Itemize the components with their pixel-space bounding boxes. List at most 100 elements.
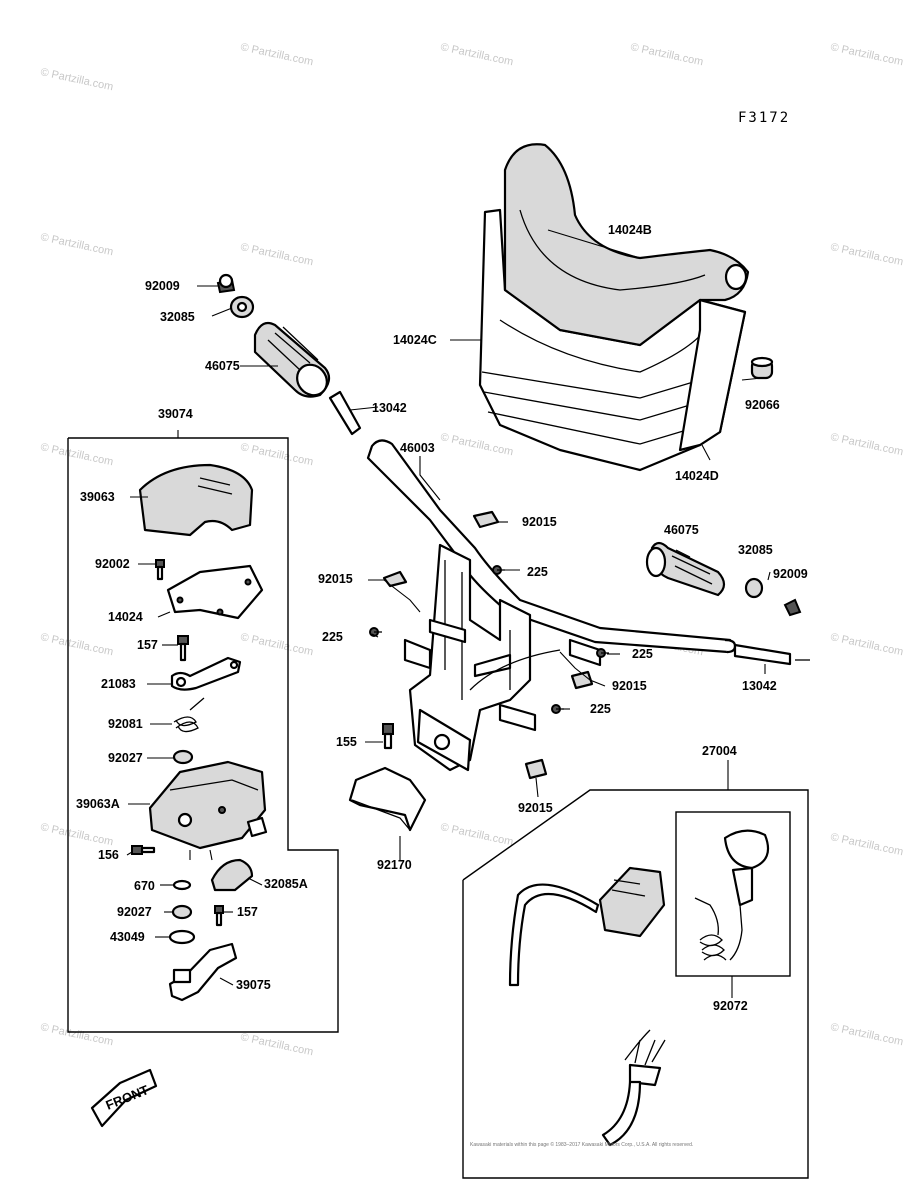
label-46003: 46003 [400,441,435,455]
figure-code: F3172 [738,110,790,126]
cover-39063 [138,463,254,537]
label-92027: 92027 [108,751,143,765]
part-labels: 14024B 14024C 92066 14024D 92009 32085 4… [76,223,808,1013]
label-39075: 39075 [236,978,271,992]
watermark: © Partzilla.com [629,41,704,68]
copyright-notice: Kawasaki materials within this page © 19… [470,1141,693,1148]
watermark: © Partzilla.com [239,241,314,268]
label-92015: 92015 [318,572,353,586]
label-14024d: 14024D [675,469,719,483]
grommet-92066 [750,356,774,380]
label-32085a: 32085A [264,877,308,891]
label-92170: 92170 [377,858,412,872]
watermark: © Partzilla.com [439,431,514,458]
cover-32085A [210,858,254,892]
label-157: 157 [137,638,158,652]
lever-39075 [168,942,238,1002]
label-32085: 32085 [160,310,195,324]
handlebar-46003 [366,439,737,772]
label-92027: 92027 [117,905,152,919]
label-225: 225 [527,565,548,579]
label-92015: 92015 [612,679,647,693]
watermark: © Partzilla.com [239,441,314,468]
label-39063a: 39063A [76,797,120,811]
screw-92009-right [783,598,802,617]
weight-13042-right [733,643,792,666]
stop-switch-body [598,866,666,938]
box-39074 [67,437,339,1033]
watermark: © Partzilla.com [39,1021,114,1048]
label-225: 225 [632,647,653,661]
watermark: © Partzilla.com [39,441,114,468]
right-grip-assembly [645,541,810,666]
watermark: © Partzilla.com [39,231,114,258]
label-39074: 39074 [158,407,193,421]
label-46075-right: 46075 [664,523,699,537]
label-14024: 14024 [108,610,143,624]
label-92072: 92072 [713,999,748,1013]
clips-92015 [382,510,594,780]
label-13042-right: 13042 [742,679,777,693]
watermark: © Partzilla.com [439,821,514,848]
label-92002: 92002 [95,557,130,571]
label-21083: 21083 [101,677,136,691]
watermark: © Partzilla.com [829,631,904,658]
label-27004: 27004 [702,744,737,758]
label-14024c: 14024C [393,333,437,347]
handlebar-cover-assembly [478,143,750,472]
box-92072 [675,811,791,977]
watermark: © Partzilla.com [439,41,514,68]
bracket-tab [403,638,432,670]
box-27004 [462,789,809,1179]
label-46075: 46075 [205,359,240,373]
watermark: © Partzilla.com [829,831,904,858]
watermark: © Partzilla.com [239,1031,314,1058]
cover-mount-hole [724,263,748,291]
watermark: © Partzilla.com [239,41,314,68]
label-92009-right: 92009 [773,567,808,581]
watermark: © Partzilla.com [239,631,314,658]
spring-92081 [173,697,205,733]
bolt-155 [382,723,394,750]
screws-225 [369,565,609,714]
label-32085-right: 32085 [738,543,773,557]
lever-21083 [170,656,242,691]
watermark: © Partzilla.com [829,241,904,268]
cover-14024d [678,298,747,452]
cap-32085-right [744,577,764,599]
watermark: © Partzilla.com [829,431,904,458]
watermark: © Partzilla.com [39,66,114,93]
steering-bracket [408,543,532,772]
label-14024b: 14024B [608,223,652,237]
label-670: 670 [134,879,155,893]
gasket-14024 [166,564,264,620]
watermark: © Partzilla.com [39,821,114,848]
stop-switch-parts [508,829,770,1147]
label-13042: 13042 [372,401,407,415]
label-92009: 92009 [145,279,180,293]
lanyard-92072 [723,829,770,870]
collar-92027 [172,749,194,765]
label-156: 156 [98,848,119,862]
cover-92170 [348,766,427,832]
label-43049: 43049 [110,930,145,944]
label-92066: 92066 [745,398,780,412]
label-225: 225 [590,702,611,716]
case-39063A [148,760,267,850]
left-grip-assembly [216,273,362,436]
watermark: © Partzilla.com [829,41,904,68]
label-155: 155 [336,735,357,749]
label-92081: 92081 [108,717,143,731]
label-92015: 92015 [522,515,557,529]
label-39063: 39063 [80,490,115,504]
label-225: 225 [322,630,343,644]
throttle-case-parts [131,463,268,1002]
watermark: © Partzilla.com [39,631,114,658]
label-92015: 92015 [518,801,553,815]
front-direction-arrow: FRONT [90,1068,158,1128]
label-157: 157 [237,905,258,919]
watermark: © Partzilla.com [829,1021,904,1048]
weight-13042 [328,390,362,436]
